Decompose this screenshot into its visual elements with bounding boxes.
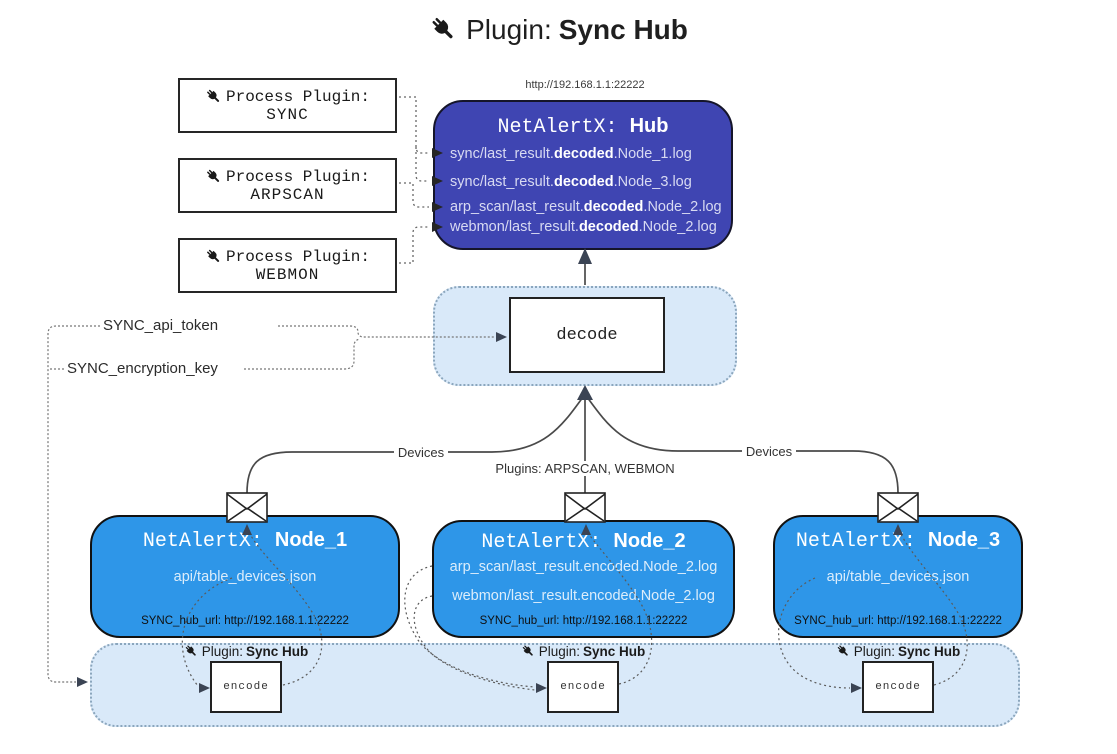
process-plugin-label: Process Plugin: [225,247,371,266]
plugins-center-label: Plugins: ARPSCAN, WEBMON [485,461,685,476]
plugin-to-hub-connectors [399,96,429,264]
node-name-prefix: NetAlertX: [142,530,275,553]
encoder-plugin-label: Plugin: Sync Hub [503,644,663,659]
plug-icon [521,644,536,659]
plug-icon [184,644,199,659]
process-plugin-sync: Process Plugin: SYNC [178,78,397,133]
node-name-prefix: NetAlertX: [795,530,928,553]
plug-icon [205,88,223,106]
encode-label: encode [875,681,921,693]
node-file-line: api/table_devices.json [173,569,317,585]
node-file-line: api/table_devices.json [826,569,970,585]
node-1-box: NetAlertX: Node_1 api/table_devices.json… [90,515,400,638]
encode-label: encode [560,681,606,693]
node-name: Node_2 [613,530,686,552]
devices-right-label: Devices [742,444,796,459]
process-plugin-label: Process Plugin: [225,87,371,106]
node-hub-url: SYNC_hub_url: http://192.168.1.1:22222 [794,615,1002,627]
node-hub-url: SYNC_hub_url: http://192.168.1.1:22222 [141,615,349,627]
encode-box: encode [210,661,282,713]
node-3-box: NetAlertX: Node_3 api/table_devices.json… [773,515,1023,638]
hub-log-line: arp_scan/last_result.decoded.Node_2.log [450,199,722,215]
process-plugin-webmon: Process Plugin: WEBMON [178,238,397,293]
plug-icon [429,15,459,45]
process-plugin-arpscan: Process Plugin: ARPSCAN [178,158,397,213]
process-plugin-name: ARPSCAN [250,185,325,204]
hub-title: NetAlertX: Hub [435,115,731,139]
hub-name-prefix: NetAlertX: [497,116,630,139]
encode-box: encode [547,661,619,713]
page-title: Plugin: Sync Hub [0,14,1117,46]
devices-left-label: Devices [394,445,448,460]
title-bold: Sync Hub [558,14,688,45]
node-2-box: NetAlertX: Node_2 arp_scan/last_result.e… [432,520,735,638]
node-file-line: arp_scan/last_result.encoded.Node_2.log [449,559,718,575]
node-file-line: webmon/last_result.encoded.Node_2.log [452,588,715,604]
encode-box: encode [862,661,934,713]
hub-url-label: http://192.168.1.1:22222 [525,79,645,91]
encoder-plugin-label: Plugin: Sync Hub [166,644,326,659]
hub-box: NetAlertX: Hub sync/last_result.decoded.… [433,100,733,250]
hub-log-line: webmon/last_result.decoded.Node_2.log [450,219,717,235]
process-plugin-label: Process Plugin: [225,167,371,186]
encode-label: encode [223,681,269,693]
node-name: Node_3 [927,529,1001,551]
title-prefix: Plugin: [466,14,552,45]
envelope-icon [564,492,606,523]
sync-api-token-label: SYNC_api_token [100,317,222,334]
node-name: Node_1 [274,529,348,551]
hub-log-line: sync/last_result.decoded.Node_3.log [450,174,692,190]
decode-label: decode [556,325,618,345]
hub-name: Hub [629,115,669,137]
sync-encryption-key-label: SYNC_encryption_key [64,360,221,377]
plug-icon [205,168,223,186]
process-plugin-name: SYNC [266,105,309,124]
process-plugin-name: WEBMON [255,265,320,284]
hub-log-line: sync/last_result.decoded.Node_1.log [450,146,692,162]
decode-box: decode [509,297,665,373]
node-hub-url: SYNC_hub_url: http://192.168.1.1:22222 [479,615,688,627]
encoder-plugin-label: Plugin: Sync Hub [818,644,978,659]
node-name-prefix: NetAlertX: [481,531,614,554]
plug-icon [205,248,223,266]
plug-icon [836,644,851,659]
